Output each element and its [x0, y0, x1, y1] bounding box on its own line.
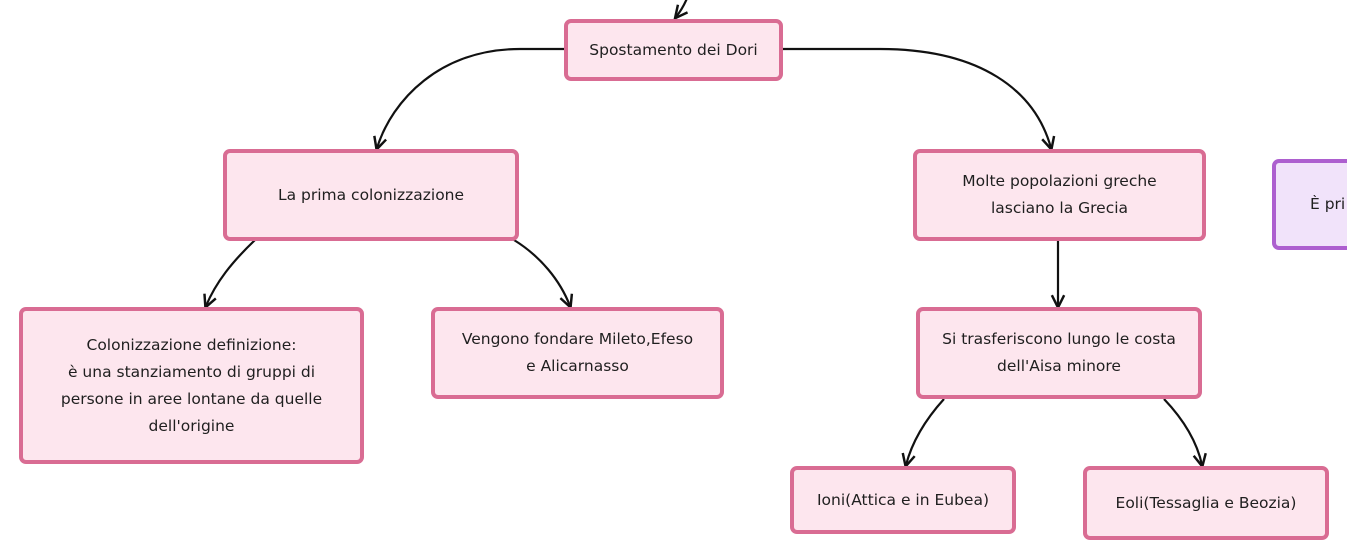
node-la-prima-colonizzazione[interactable]: La prima colonizzazione	[223, 149, 519, 241]
edge-trasferiscono-to-ioni	[906, 398, 945, 465]
edge-spostamento-to-popolazioni	[782, 47, 1051, 148]
edge-prima-to-definizione	[206, 239, 256, 306]
edge-spostamento-to-prima-colonizzazione	[377, 47, 564, 148]
edge-trasferiscono-to-eoli	[1163, 398, 1202, 465]
node-si-trasferiscono[interactable]: Si trasferiscono lungo le costa dell'Ais…	[916, 307, 1202, 399]
node-molte-popolazioni[interactable]: Molte popolazioni greche lasciano la Gre…	[913, 149, 1206, 241]
node-cut-off-right[interactable]: È pri	[1272, 159, 1347, 250]
node-eoli[interactable]: Eoli(Tessaglia e Beozia)	[1083, 466, 1329, 540]
node-ioni[interactable]: Ioni(Attica e in Eubea)	[790, 466, 1016, 534]
node-spostamento-dei-dori[interactable]: Spostamento dei Dori	[564, 19, 783, 81]
node-colonizzazione-definizione[interactable]: Colonizzazione definizione: è una stanzi…	[19, 307, 364, 464]
node-vengono-fondare[interactable]: Vengono fondare Mileto,Efeso e Alicarnas…	[431, 307, 724, 399]
edge-offscreen-to-spostamento	[676, 0, 688, 17]
edge-prima-to-fondare	[513, 239, 570, 306]
